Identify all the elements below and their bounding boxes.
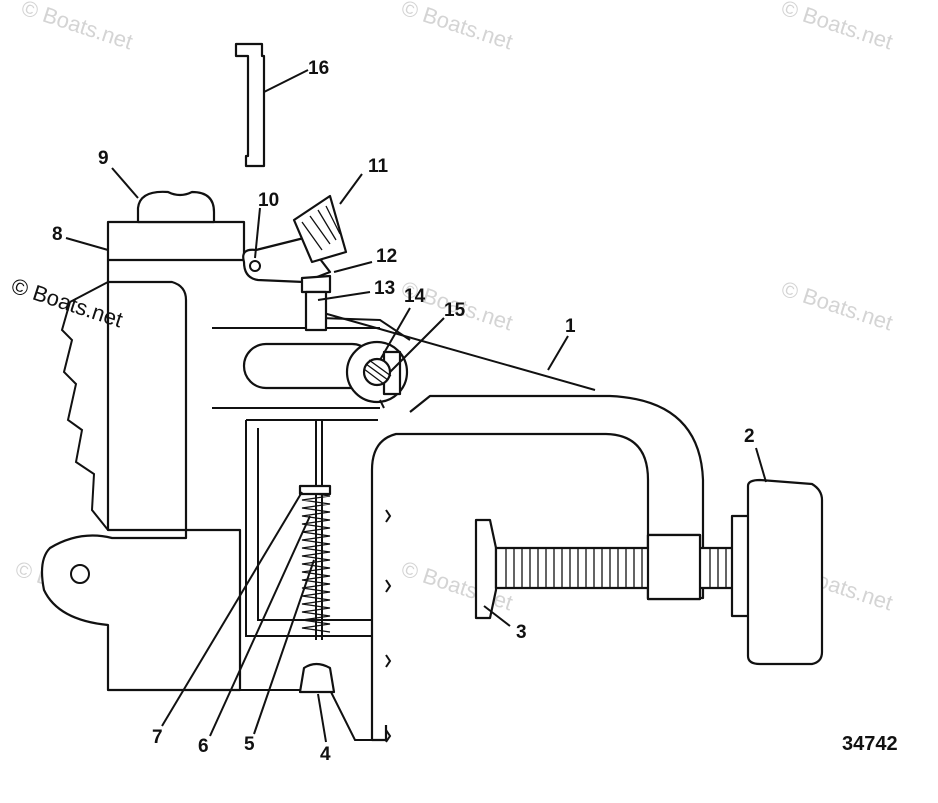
callout-6: 6 [198, 736, 209, 757]
callout-12: 12 [376, 246, 397, 267]
callout-3: 3 [516, 622, 527, 643]
callout-14: 14 [404, 286, 426, 307]
callout-16: 16 [308, 58, 329, 79]
watermark: © Boats.net [778, 0, 895, 54]
watermark: © Boats.net [398, 0, 515, 54]
callout-11: 11 [368, 156, 389, 177]
figure-number: 34742 [842, 733, 898, 755]
lock-knob [136, 190, 216, 224]
clamp-screw [474, 518, 736, 620]
callout-4: 4 [320, 744, 331, 765]
callout-1: 1 [565, 316, 576, 337]
watermark: © Boats.net [778, 276, 895, 335]
callout-8: 8 [52, 224, 63, 245]
callout-9: 9 [98, 148, 109, 169]
callout-13: 13 [374, 278, 395, 299]
pivot-pin [362, 357, 392, 387]
callout-15: 15 [444, 300, 466, 321]
release-lever [242, 194, 348, 294]
callout-2: 2 [744, 426, 755, 447]
retainer-clip [234, 42, 266, 168]
callout-10: 10 [258, 190, 279, 211]
leader-lines [65, 69, 767, 743]
callout-labels: 1 2 3 4 5 6 7 8 9 10 11 12 13 14 15 16 [52, 58, 755, 765]
callout-5: 5 [244, 734, 255, 755]
callout-7: 7 [152, 727, 163, 748]
spring [298, 484, 332, 633]
watermark: © Boats.net [18, 0, 135, 54]
plunger-tip [298, 662, 336, 694]
clamp-handle [730, 478, 824, 666]
